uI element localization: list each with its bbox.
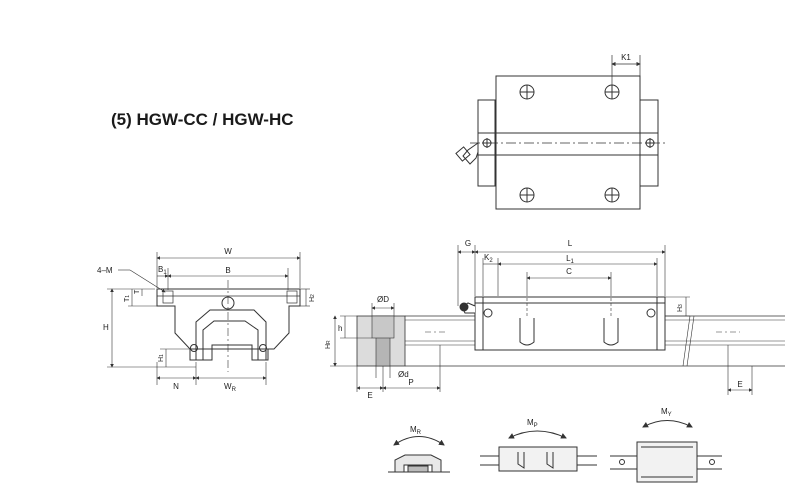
block-outline-side: [474, 296, 666, 351]
label-g: G: [465, 239, 471, 248]
label-mr: MR: [410, 425, 422, 436]
label-w: W: [224, 247, 232, 256]
label-k1: K1: [621, 53, 631, 62]
label-n: N: [173, 382, 179, 391]
label-b1: B1: [158, 265, 167, 276]
label-e: E: [367, 391, 372, 400]
label-t1: T1: [124, 295, 131, 302]
label-b: B: [225, 266, 230, 275]
label-h1: H1: [158, 354, 165, 362]
label-l: L: [568, 239, 573, 248]
moment-my-diagram: [610, 420, 722, 483]
rail-section: [356, 315, 406, 367]
label-od: ØD: [377, 295, 389, 304]
label-4m: 4–M: [97, 266, 113, 275]
label-h: H: [103, 323, 109, 332]
label-hr: HR: [325, 340, 332, 349]
label-c: C: [566, 267, 572, 276]
label-my: MY: [661, 407, 672, 418]
label-l1: L1: [566, 254, 574, 265]
block-outline-front: [156, 288, 301, 350]
label-e-right: E: [737, 380, 742, 389]
label-wr: WR: [224, 382, 237, 393]
page-title: (5) HGW-CC / HGW-HC: [111, 110, 294, 129]
top-view: [455, 55, 666, 210]
label-h-small: h: [338, 324, 342, 333]
label-p: P: [408, 378, 413, 387]
block-outline-top: [495, 75, 641, 210]
moment-mp-diagram: [480, 430, 597, 472]
label-k2: K2: [484, 253, 493, 264]
label-t: T: [134, 289, 141, 294]
moment-mr-diagram: [388, 436, 450, 473]
front-view: [107, 252, 310, 385]
side-view: [330, 245, 785, 395]
label-mp: MP: [527, 418, 538, 429]
label-d: Ød: [398, 370, 409, 379]
label-h2: H2: [309, 294, 316, 302]
label-h3: H3: [677, 304, 684, 312]
